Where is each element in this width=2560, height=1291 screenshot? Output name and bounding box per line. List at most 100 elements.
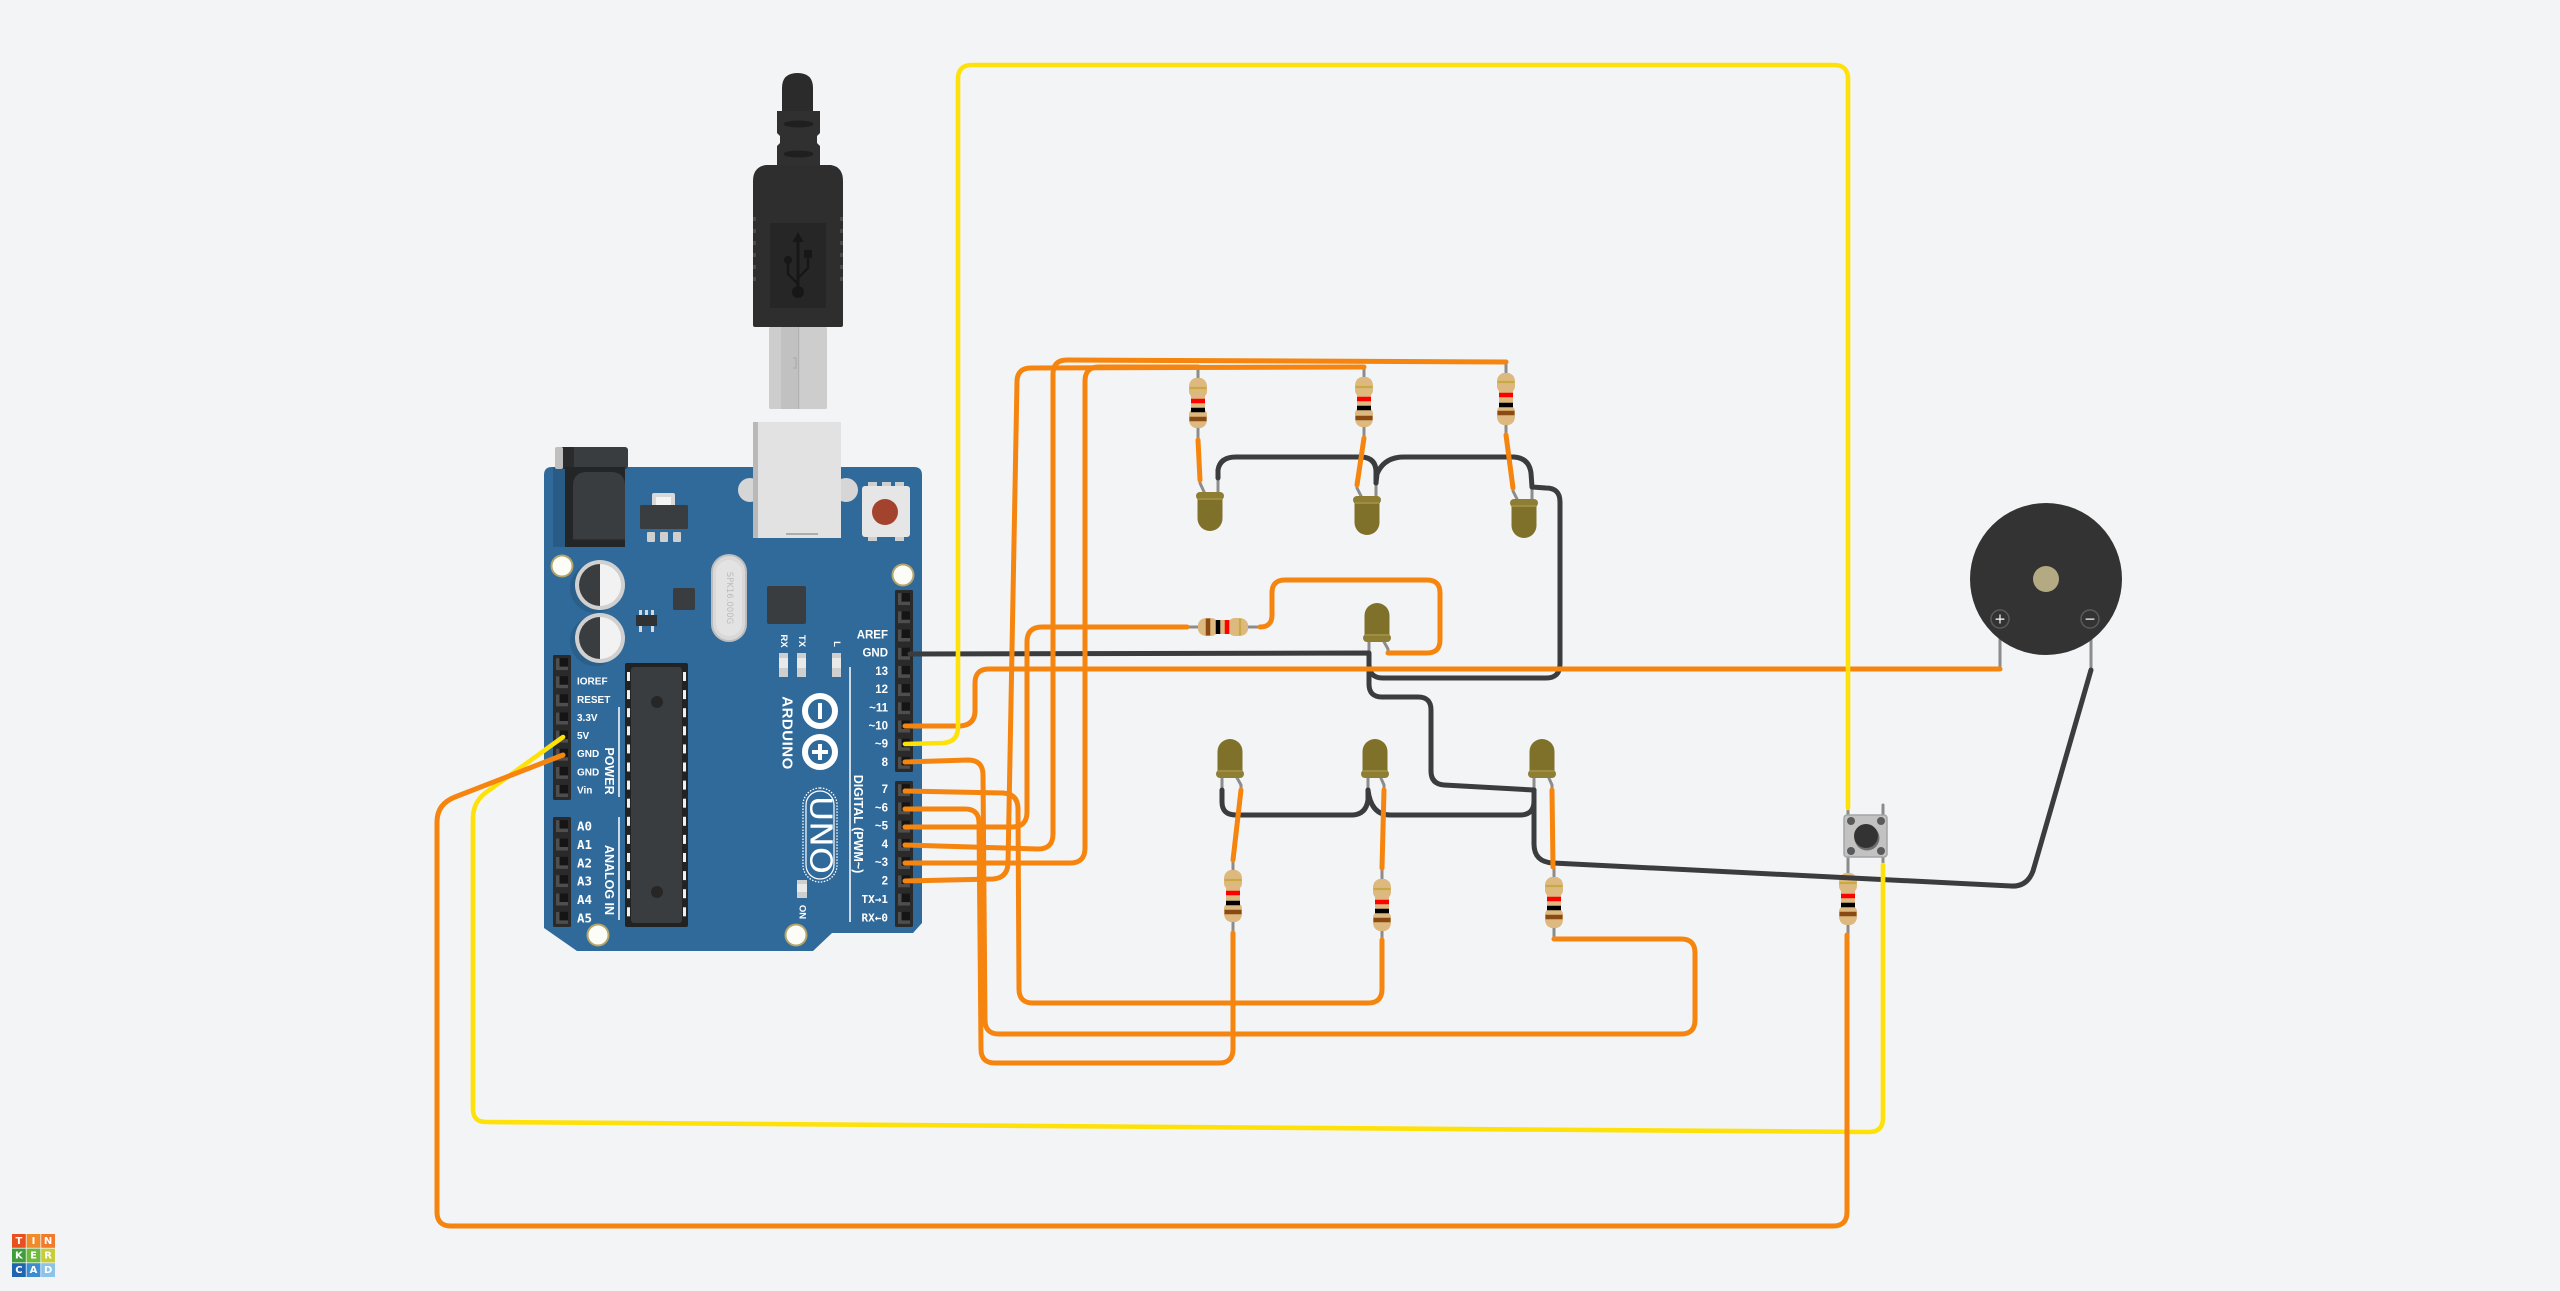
wire-led-to-led[interactable] bbox=[1219, 787, 1371, 818]
resistor-band-black bbox=[1499, 402, 1513, 408]
tx-led-lens bbox=[797, 658, 806, 668]
logo-letter: I bbox=[32, 1236, 36, 1247]
wire-led-to-led[interactable] bbox=[1366, 661, 1537, 793]
header-pin[interactable] bbox=[556, 784, 568, 797]
resistor[interactable] bbox=[1497, 359, 1515, 437]
header-pin[interactable] bbox=[556, 694, 568, 707]
reset-button-tab bbox=[868, 535, 877, 541]
tx-label: TX bbox=[796, 635, 807, 648]
header-pin[interactable] bbox=[556, 893, 568, 906]
wire-pin10-to-buzzer-positive[interactable] bbox=[902, 666, 2003, 729]
resistor-band-black bbox=[1841, 902, 1855, 908]
header-pin[interactable] bbox=[898, 665, 910, 678]
wire-led-to-resistor[interactable] bbox=[1379, 787, 1387, 871]
wire-resistor-to-led[interactable] bbox=[1354, 435, 1367, 488]
led[interactable] bbox=[1528, 739, 1556, 792]
led[interactable] bbox=[1361, 739, 1389, 792]
resistor-band-gold bbox=[1189, 386, 1207, 390]
resistor[interactable] bbox=[1545, 865, 1563, 941]
header-pin[interactable] bbox=[556, 856, 568, 869]
wire-pin4-to-resistor[interactable] bbox=[902, 357, 1509, 852]
pushbutton-cap[interactable] bbox=[1854, 824, 1878, 848]
resistor[interactable] bbox=[1189, 365, 1207, 442]
header-pin[interactable] bbox=[556, 766, 568, 779]
l-label: L bbox=[831, 641, 842, 647]
logo-tile: E bbox=[26, 1248, 41, 1263]
reset-button[interactable] bbox=[862, 482, 910, 541]
wire-pin5-to-resistor[interactable] bbox=[902, 624, 1190, 830]
wire-led-to-buzzer-negative[interactable] bbox=[1531, 667, 2094, 889]
header-pin[interactable] bbox=[898, 593, 910, 606]
reset-button-cap[interactable] bbox=[872, 499, 898, 525]
led[interactable] bbox=[1196, 476, 1224, 531]
resistor-band-red bbox=[1499, 392, 1513, 398]
led[interactable] bbox=[1510, 485, 1538, 538]
ic-pin-mark bbox=[627, 762, 630, 772]
piezo-buzzer[interactable]: + − bbox=[1970, 503, 2122, 672]
wire-pin7-to-resistor[interactable] bbox=[902, 788, 1385, 1006]
header-pin[interactable] bbox=[898, 911, 910, 924]
power-jack-face bbox=[573, 472, 625, 540]
wire-5v-to-pushbutton[interactable] bbox=[470, 734, 1886, 1135]
model-oval-inner bbox=[805, 790, 835, 880]
wire-gnd-to-led[interactable] bbox=[907, 484, 1563, 681]
wire-led-to-resistor[interactable] bbox=[1230, 787, 1244, 863]
led-flange bbox=[1196, 492, 1224, 500]
pin-label: Vin bbox=[577, 785, 592, 796]
wire-gnd-to-pushbutton-resistor[interactable] bbox=[434, 752, 1850, 1229]
wire-led-to-resistor[interactable] bbox=[1549, 787, 1556, 870]
wire-led-to-led[interactable] bbox=[1215, 454, 1379, 486]
resistor[interactable] bbox=[1373, 866, 1391, 942]
header-pin[interactable] bbox=[898, 611, 910, 624]
regulator-pin bbox=[647, 532, 655, 542]
header-pin[interactable] bbox=[898, 629, 910, 642]
resistor[interactable] bbox=[1224, 858, 1242, 935]
ic-pin-mark bbox=[683, 871, 686, 881]
grip-notch bbox=[840, 265, 843, 269]
wire-pin2-to-resistor[interactable] bbox=[902, 364, 1367, 884]
leds bbox=[1196, 476, 1556, 792]
header-pin[interactable] bbox=[556, 838, 568, 851]
wire-resistor-to-led[interactable] bbox=[1503, 432, 1516, 491]
wire-resistor-to-led[interactable] bbox=[1195, 437, 1203, 483]
resistor[interactable] bbox=[1839, 861, 1857, 937]
resistor[interactable] bbox=[1185, 618, 1262, 636]
wire-resistor-to-led[interactable] bbox=[1257, 577, 1443, 656]
resistor-band-brown bbox=[1497, 410, 1515, 416]
resistor[interactable] bbox=[1355, 365, 1373, 440]
power-header bbox=[553, 655, 571, 800]
regulator-body bbox=[640, 505, 688, 529]
header-pin[interactable] bbox=[898, 647, 910, 660]
pin-label: A4 bbox=[577, 892, 592, 907]
mounting-hole bbox=[891, 563, 915, 587]
usb-icon-branch-right bbox=[797, 258, 810, 279]
usb-plug-grip bbox=[753, 217, 843, 281]
led[interactable] bbox=[1363, 603, 1391, 655]
header-pin[interactable] bbox=[898, 684, 910, 697]
header-pin[interactable] bbox=[556, 712, 568, 725]
usb-cable[interactable] bbox=[753, 73, 843, 409]
header-pin[interactable] bbox=[556, 820, 568, 833]
header-pin[interactable] bbox=[556, 911, 568, 924]
pin-label: A1 bbox=[577, 837, 592, 852]
wire-pin9-to-pushbutton[interactable] bbox=[902, 62, 1851, 811]
pushbutton[interactable] bbox=[1843, 803, 1888, 868]
wire-led-to-led[interactable] bbox=[1365, 787, 1537, 818]
pin-label: ~6 bbox=[875, 802, 888, 814]
resistors bbox=[1185, 359, 1857, 942]
power-jack[interactable] bbox=[555, 447, 628, 547]
wire-pin8-to-resistor[interactable] bbox=[902, 757, 1698, 1037]
header-pin[interactable] bbox=[556, 658, 568, 671]
wire-pin6-to-resistor[interactable] bbox=[902, 806, 1236, 1066]
header-pin[interactable] bbox=[898, 893, 910, 906]
header-pin[interactable] bbox=[556, 676, 568, 689]
led[interactable] bbox=[1353, 481, 1381, 535]
wire-led-to-led[interactable] bbox=[1373, 454, 1535, 490]
header-pin[interactable] bbox=[898, 702, 910, 715]
header-pin[interactable] bbox=[556, 875, 568, 888]
reset-button-tab bbox=[895, 535, 904, 541]
led[interactable] bbox=[1216, 739, 1244, 792]
arduino-uno[interactable]: SPK16.000G RX TX L ON ARDUINO bbox=[544, 422, 922, 951]
